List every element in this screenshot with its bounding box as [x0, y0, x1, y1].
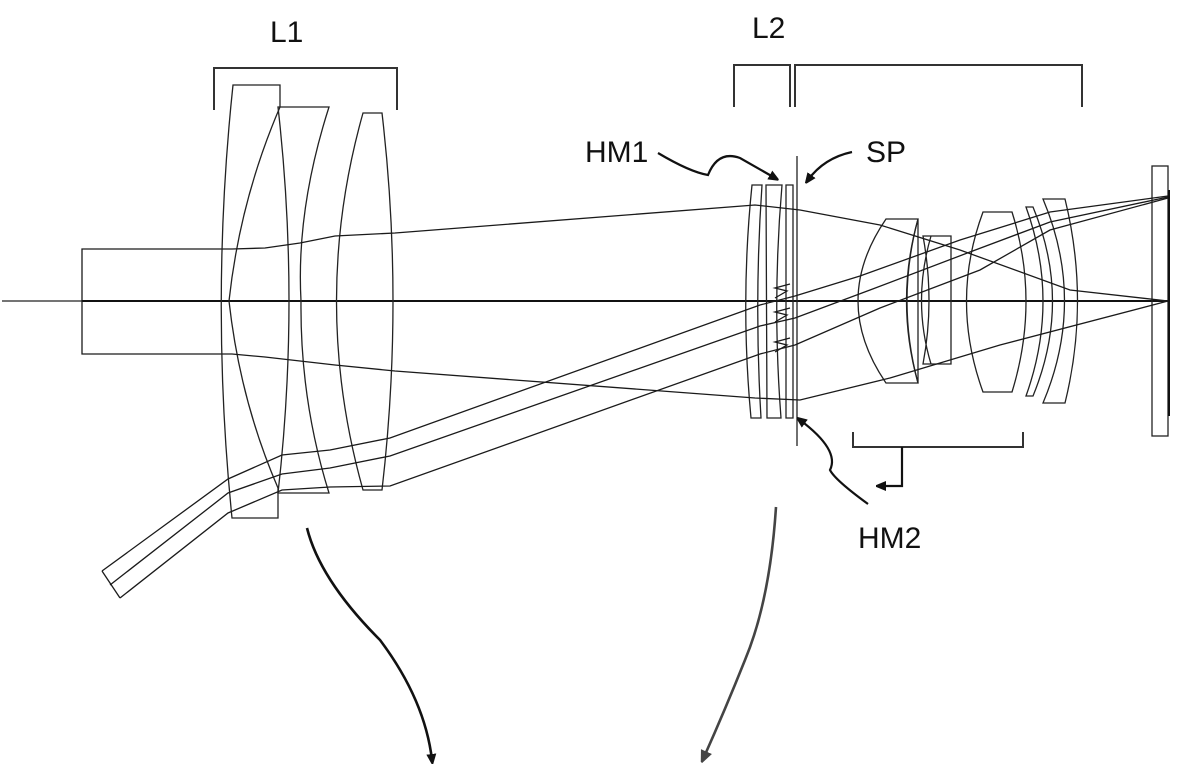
ray-oblique-2: [109, 196, 1169, 586]
l2-plate-3-hm2: [785, 184, 794, 419]
label-l1: L1: [270, 16, 303, 49]
reflection-zigzag-1: [772, 283, 791, 299]
l1-lens-1: [220, 84, 281, 519]
input-beam-end: [101, 570, 121, 599]
ray-upper: [231, 204, 1169, 302]
l1-lens-2: [277, 106, 330, 494]
l1-down-arrow: [305, 527, 432, 760]
label-l2: L2: [752, 12, 785, 45]
ray-lower: [231, 300, 1169, 401]
rear-lens-2: [905, 218, 919, 384]
rear-lens-6: [1042, 198, 1079, 404]
rear-group-pointer: [880, 447, 904, 486]
reflection-zigzag-2: [772, 307, 791, 323]
label-hm2: HM2: [858, 522, 921, 555]
l1-lens-3: [335, 112, 394, 491]
hm1-pointer: [657, 152, 775, 178]
hm2-pointer: [800, 420, 869, 505]
label-hm1: HM1: [585, 136, 648, 169]
input-beam-box: [81, 248, 232, 355]
l2-plate-2-hm1: [765, 184, 783, 419]
bracket-l2-rear: [794, 64, 1083, 107]
sp-pointer: [808, 150, 853, 180]
label-sp: SP: [866, 136, 906, 169]
bracket-l2-front: [733, 64, 791, 107]
l2-down-arrow: [704, 506, 778, 757]
rear-lens-4: [965, 211, 1027, 393]
rear-lens-3: [920, 235, 952, 365]
rear-lens-5: [1025, 206, 1054, 397]
l2-plate-1: [745, 184, 763, 419]
ray-oblique-3: [119, 197, 1169, 599]
bracket-l1: [213, 67, 398, 110]
ray-oblique-1: [101, 195, 1169, 572]
bracket-rear-group: [852, 432, 1024, 448]
